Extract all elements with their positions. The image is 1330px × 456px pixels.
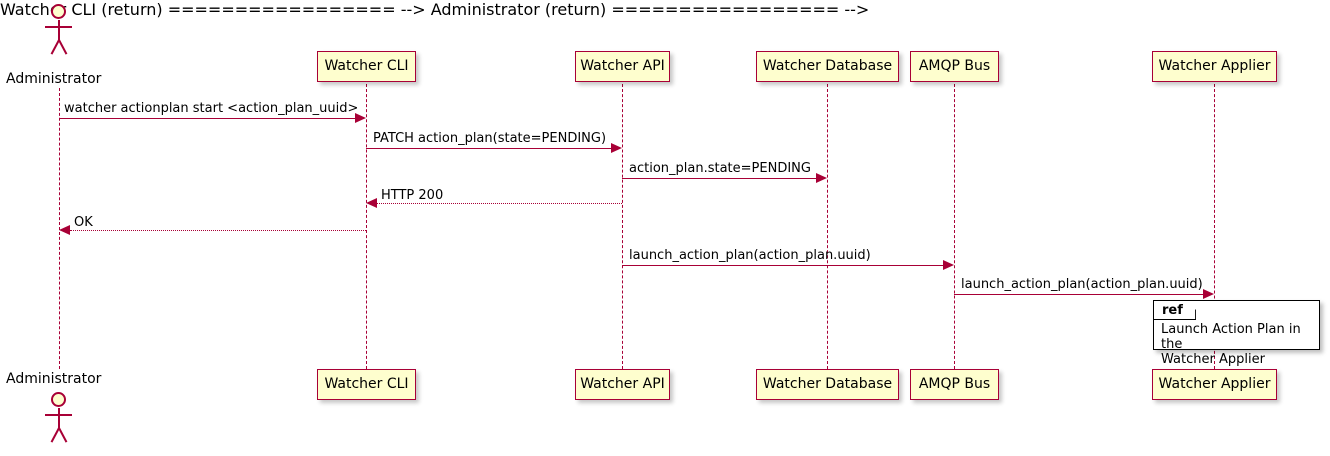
lifeline-watcher-database (827, 84, 828, 369)
message-label-launch-action-plan-api-amqp: launch_action_plan(action_plan.uuid) (629, 248, 871, 263)
actor-leg-right-icon (58, 427, 68, 443)
arrow-head-right-icon (1203, 289, 1214, 299)
message-line-http-200 (377, 203, 622, 204)
arrow-head-left-icon (366, 198, 377, 208)
participant-box-amqp-bus-bottom[interactable]: AMQP Bus (910, 369, 999, 400)
participant-box-watcher-database-top[interactable]: Watcher Database (756, 51, 899, 82)
message-line-watcher-actionplan-start (59, 118, 355, 119)
ref-fragment-tab-label: ref (1154, 301, 1196, 320)
message-line-ok (70, 230, 366, 231)
message-line-action-plan-state-pending (622, 178, 816, 179)
actor-head-icon (51, 4, 66, 19)
participant-box-watcher-cli-top[interactable]: Watcher CLI (317, 51, 416, 82)
lifeline-watcher-api (622, 84, 623, 369)
participant-box-watcher-cli-bottom[interactable]: Watcher CLI (317, 369, 416, 400)
participant-box-watcher-applier-top[interactable]: Watcher Applier (1152, 51, 1277, 82)
arrow-head-right-icon (611, 143, 622, 153)
participant-box-watcher-api-bottom[interactable]: Watcher API (575, 369, 670, 400)
arrow-head-right-icon (943, 260, 954, 270)
message-line-launch-action-plan-api-amqp (622, 265, 943, 266)
lifeline-watcher-applier (1214, 84, 1215, 369)
actor-label-administrator-top: Administrator (6, 71, 102, 87)
message-label-patch-action-plan: PATCH action_plan(state=PENDING) (373, 131, 607, 146)
ref-fragment-text: Launch Action Plan in the Watcher Applie… (1161, 322, 1301, 367)
actor-body-icon (58, 408, 60, 429)
actor-leg-right-icon (58, 39, 68, 55)
actor-head-icon (51, 392, 66, 407)
lifeline-amqp-bus (954, 84, 955, 369)
participant-box-watcher-applier-bottom[interactable]: Watcher Applier (1152, 369, 1277, 400)
actor-label-administrator-bottom: Administrator (6, 371, 102, 387)
participant-box-watcher-database-bottom[interactable]: Watcher Database (756, 369, 899, 400)
message-line-patch-action-plan (366, 148, 611, 149)
participant-box-watcher-api-top[interactable]: Watcher API (575, 51, 670, 82)
participant-box-amqp-bus-top[interactable]: AMQP Bus (910, 51, 999, 82)
arrow-head-right-icon (355, 113, 366, 123)
arrow-head-left-icon (59, 225, 70, 235)
message-label-ok: OK (74, 215, 93, 230)
message-line-launch-action-plan-amqp-applier (954, 294, 1203, 295)
arrow-head-right-icon (816, 173, 827, 183)
ref-fragment-launch-action-plan[interactable]: ref Launch Action Plan in the Watcher Ap… (1153, 300, 1320, 367)
actor-administrator-top (39, 4, 79, 56)
actor-administrator-bottom (39, 392, 79, 444)
message-label-watcher-actionplan-start: watcher actionplan start <action_plan_uu… (64, 101, 359, 116)
message-label-action-plan-state-pending: action_plan.state=PENDING (629, 161, 811, 176)
lifeline-watcher-cli (366, 84, 367, 369)
message-label-http-200: HTTP 200 (381, 188, 444, 203)
message-label-launch-action-plan-amqp-applier: launch_action_plan(action_plan.uuid) (961, 277, 1203, 292)
actor-body-icon (58, 20, 60, 41)
